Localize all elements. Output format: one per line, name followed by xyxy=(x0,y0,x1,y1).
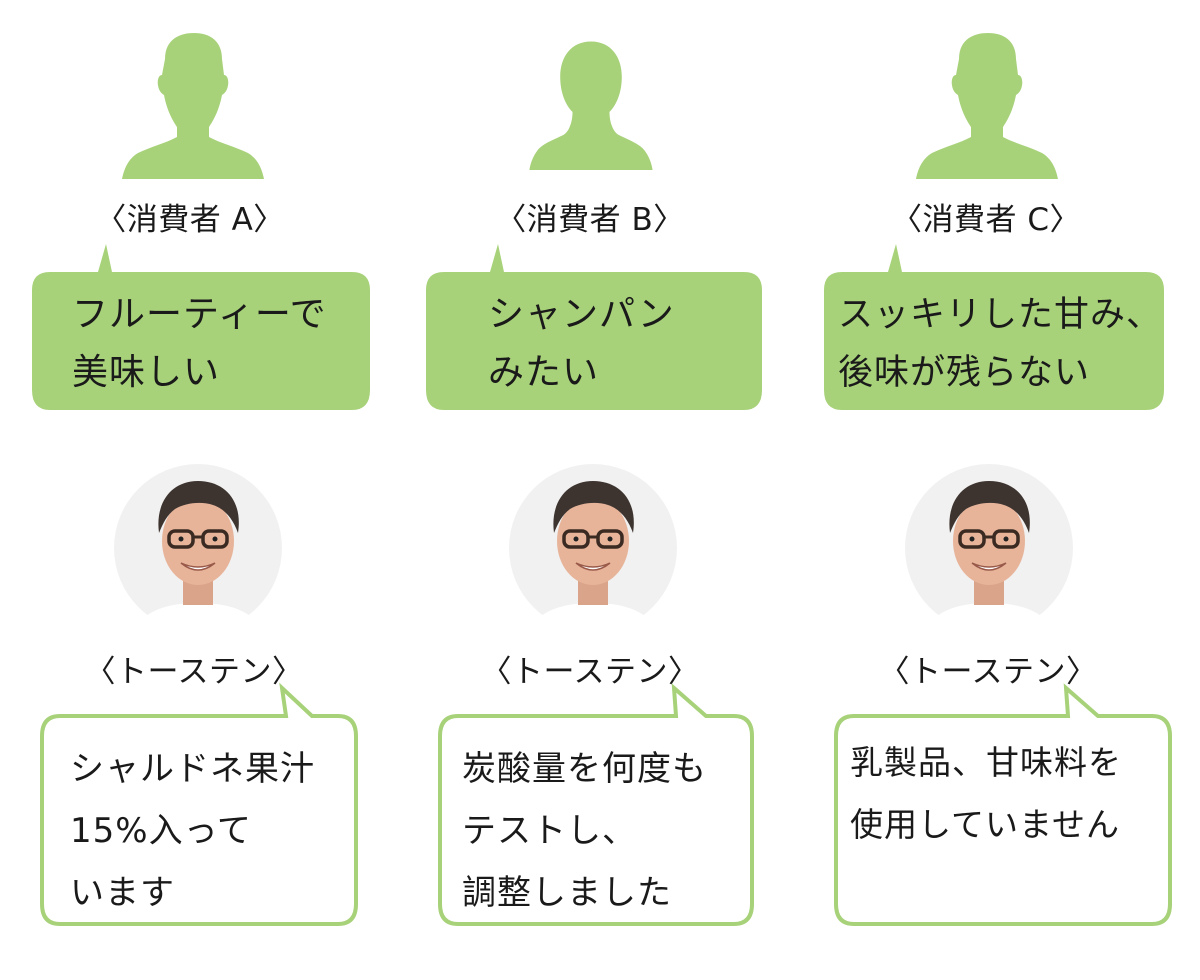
female-silhouette-icon xyxy=(516,38,666,170)
male-silhouette-icon xyxy=(118,28,268,180)
torsten-avatar xyxy=(904,463,1074,633)
consumer-comment: フルーティーで 美味しい xyxy=(72,294,327,393)
consumer-label: 〈消費者 C〉 xyxy=(891,202,1081,238)
speech-bubble xyxy=(426,244,762,410)
reply-text: 乳製品、甘味料を 使用していません xyxy=(850,743,1122,844)
consumer-comment: スッキリした甘み、 後味が残らない xyxy=(838,295,1163,393)
consumer-label: 〈消費者 B〉 xyxy=(495,202,685,238)
responder-label: 〈トーステン〉 xyxy=(84,654,304,690)
torsten-avatar xyxy=(113,463,283,633)
reply-bubble xyxy=(438,683,754,926)
torsten-avatar xyxy=(508,463,678,633)
reply-bubble xyxy=(834,683,1172,926)
speech-bubble xyxy=(32,244,370,410)
reply-bubble xyxy=(40,682,358,926)
male-silhouette-icon xyxy=(912,28,1062,180)
responder-label: 〈トーステン〉 xyxy=(878,654,1098,690)
speech-bubble xyxy=(824,244,1164,410)
reply-text: 炭酸量を何度も テストし、 調整しました xyxy=(462,749,707,913)
consumer-comment: シャンパン みたい xyxy=(488,294,675,393)
responder-label: 〈トーステン〉 xyxy=(480,654,700,690)
reply-text: シャルドネ果汁 15%入って います xyxy=(70,749,315,913)
consumer-label: 〈消費者 A〉 xyxy=(95,202,285,238)
